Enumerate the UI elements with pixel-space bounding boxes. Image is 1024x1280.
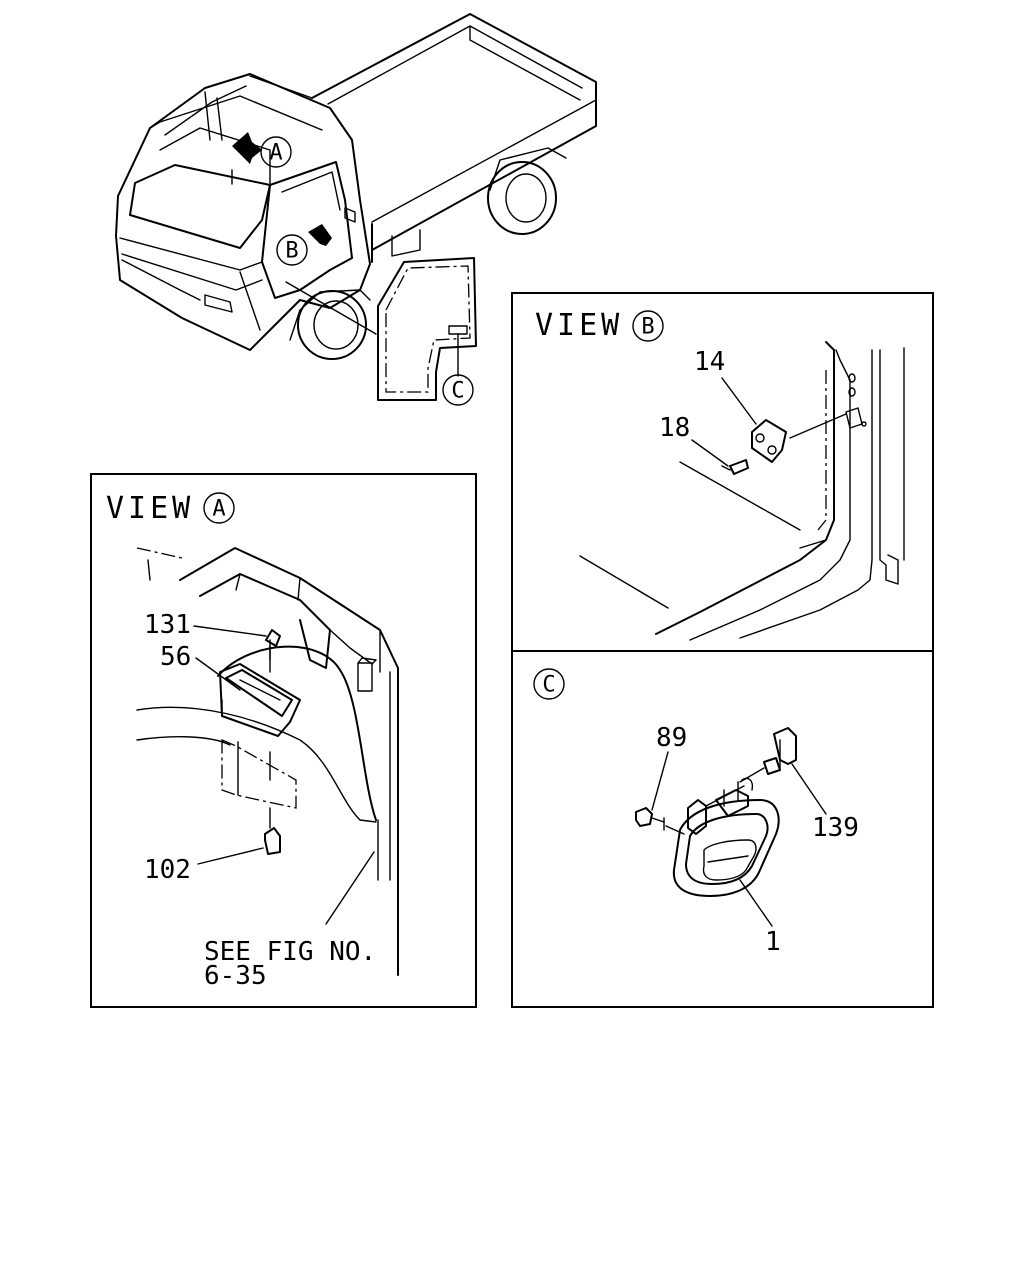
view-a-letter: A [212, 497, 225, 522]
part-label-18: 18 [659, 413, 690, 443]
door-panel-detail [377, 257, 477, 401]
part-label-56: 56 [160, 642, 191, 672]
part-label-102: 102 [144, 855, 191, 885]
part-label-131: 131 [144, 610, 191, 640]
part-label-139: 139 [812, 813, 859, 843]
callout-b-overview: B [276, 234, 308, 266]
view-b-panel: VIEW B 14 18 [511, 292, 934, 652]
callout-b-letter: B [285, 239, 298, 264]
see-fig-number: 6-35 [204, 961, 267, 991]
callout-c-overview: C [442, 374, 474, 406]
view-a-title: VIEW [106, 491, 194, 526]
view-b-letter: B [641, 315, 654, 340]
see-fig-note: SEE FIG NO. [204, 937, 376, 967]
truck-overview [115, 13, 597, 360]
part-label-1: 1 [765, 927, 781, 957]
view-a-panel: VIEW A [90, 473, 477, 1008]
view-b-title: VIEW [535, 308, 623, 343]
part-label-14: 14 [694, 347, 725, 377]
callout-a-overview: A [260, 136, 292, 168]
part-label-89: 89 [656, 723, 687, 753]
callout-a-letter: A [269, 141, 282, 166]
view-c-letter: C [542, 673, 555, 698]
callout-c-letter: C [451, 379, 464, 404]
view-c-panel: C 89 139 1 [511, 650, 934, 1008]
